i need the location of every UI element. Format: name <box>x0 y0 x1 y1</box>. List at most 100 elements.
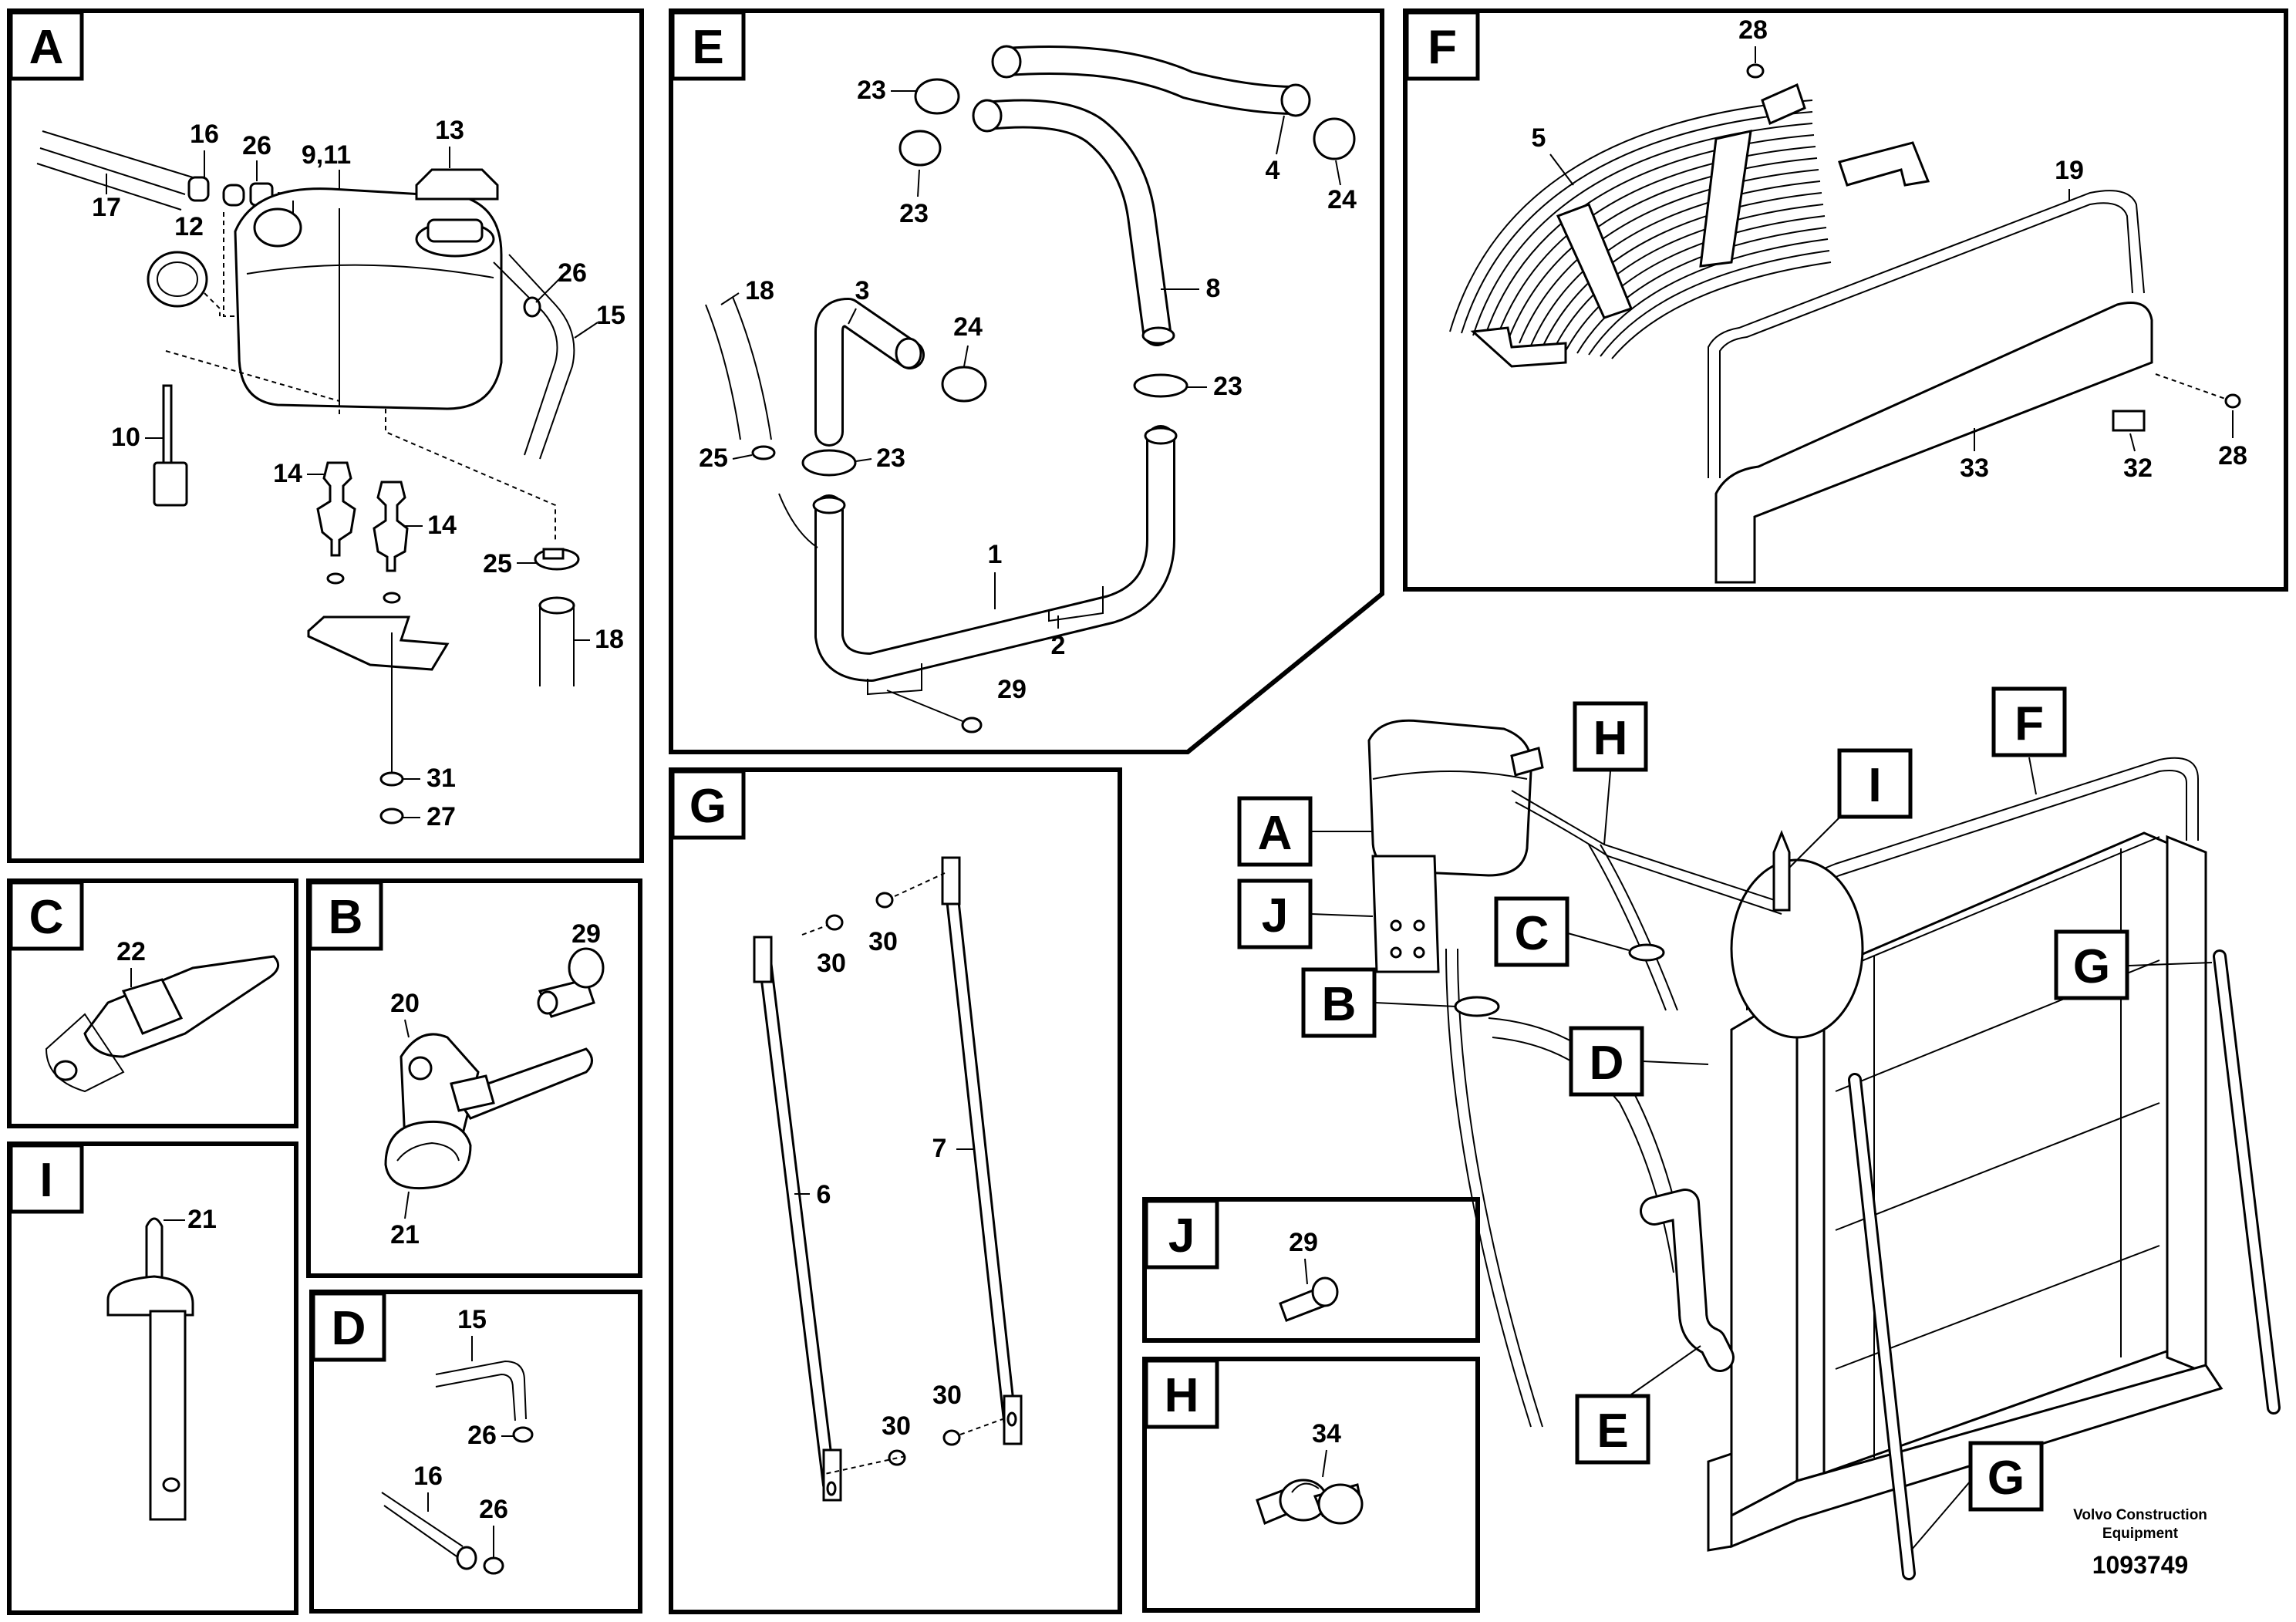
panel-g-tag <box>670 769 746 840</box>
callout-g2-letter: G <box>1988 1452 2025 1505</box>
label-28b: 28 <box>2218 441 2247 470</box>
callout-f-letter: F <box>2014 697 2044 750</box>
panel-i-frame <box>7 1141 298 1615</box>
panel-e-tag <box>670 10 746 81</box>
panel-d-tag <box>311 1291 386 1362</box>
label-30a: 30 <box>817 949 846 978</box>
panel-c-frame <box>7 878 298 1128</box>
plate-33 <box>1714 302 2153 584</box>
panel-b-tag <box>308 880 383 951</box>
panel-h-frame <box>1142 1357 1480 1613</box>
panel-f: F <box>1403 8 2288 592</box>
callout-c-letter: C <box>1515 907 1549 960</box>
panel-b: B 29 20 21 <box>306 878 642 1278</box>
fan-shroud <box>1730 858 1864 1039</box>
panel-c: C 22 <box>7 878 298 1128</box>
label-20: 20 <box>390 989 420 1018</box>
panel-e-frame <box>669 8 1384 754</box>
label-19: 19 <box>2055 156 2084 185</box>
clamp-25-hose-18 <box>534 548 580 686</box>
cap-12 <box>147 251 208 308</box>
overview-tie-c <box>1628 943 1665 962</box>
label-30d: 30 <box>932 1381 962 1410</box>
overview-clip-b <box>1454 996 1500 1017</box>
label-23c: 23 <box>1213 372 1242 401</box>
clamp-24a <box>1313 117 1356 160</box>
panel-c-letter: C <box>29 891 64 944</box>
label-29b: 29 <box>571 919 601 949</box>
hose-1 <box>778 425 1178 696</box>
label-29e: 29 <box>997 675 1027 704</box>
callout-e-tag <box>1575 1394 1650 1465</box>
label-12: 12 <box>174 212 204 241</box>
panel-f-tag <box>1404 10 1480 81</box>
label-1: 1 <box>988 540 1003 569</box>
cap-13 <box>415 168 499 201</box>
label-23b: 23 <box>899 199 929 228</box>
panel-d-letter: D <box>332 1302 366 1355</box>
callout-g1-tag <box>2054 929 2129 1000</box>
label-16: 16 <box>190 120 219 149</box>
label-26: 26 <box>242 131 271 160</box>
rod-6 <box>753 936 842 1502</box>
drawing-number: 1093749 <box>2092 1551 2189 1579</box>
label-4: 4 <box>1266 156 1280 185</box>
panel-i-tag <box>8 1143 84 1214</box>
label-22: 22 <box>116 937 146 966</box>
radiator-left-post <box>1730 989 1799 1518</box>
label-23a: 23 <box>857 76 886 105</box>
clamp-23a <box>914 78 960 115</box>
callout-g1-letter: G <box>2073 940 2110 993</box>
rod-7 <box>941 856 1023 1445</box>
callout-b-tag <box>1301 967 1377 1038</box>
clip-20-tie-21 <box>384 1033 593 1190</box>
label-16d: 16 <box>413 1462 443 1491</box>
panel-f-letter: F <box>1428 21 1457 74</box>
label-6: 6 <box>817 1180 831 1209</box>
label-18e: 18 <box>745 276 774 305</box>
label-2: 2 <box>1051 631 1066 660</box>
label-26d-a: 26 <box>467 1421 497 1450</box>
label-15: 15 <box>596 301 625 330</box>
panel-g-letter: G <box>689 780 727 833</box>
callout-h-tag <box>1573 701 1648 772</box>
overview-tank <box>1367 719 1544 973</box>
callout-a-tag <box>1237 796 1313 867</box>
label-31: 31 <box>426 764 456 793</box>
panel-i-letter: I <box>39 1154 52 1207</box>
label-25e: 25 <box>699 443 728 473</box>
label-18: 18 <box>595 625 624 654</box>
label-26b: 26 <box>558 258 587 288</box>
overview-hose-18 <box>1445 948 1543 1428</box>
overview-hose-16 <box>1511 790 1782 915</box>
pad-32 <box>2112 410 2146 432</box>
label-28a: 28 <box>1738 15 1768 45</box>
label-30b: 30 <box>868 927 898 956</box>
expansion-tank <box>234 187 503 410</box>
panel-e: E <box>669 8 1384 754</box>
clamp-24b <box>941 366 987 403</box>
panel-a-tag <box>8 10 84 81</box>
bolt-29j <box>1279 1276 1339 1322</box>
panel-h: H 34 <box>1142 1357 1480 1613</box>
level-sensor-10 <box>153 384 188 507</box>
panel-d: D 15 26 16 26 <box>309 1290 642 1614</box>
bolt-29 <box>961 717 983 733</box>
callout-h-letter: H <box>1593 712 1628 765</box>
seal-19 <box>1708 190 2145 478</box>
fitting-14 <box>316 461 409 604</box>
label-14a: 14 <box>273 459 302 488</box>
credit-line-1: Volvo Construction <box>2073 1507 2207 1523</box>
panel-b-frame <box>306 878 642 1278</box>
panel-h-letter: H <box>1165 1369 1199 1422</box>
label-34: 34 <box>1312 1419 1341 1448</box>
callout-d-letter: D <box>1590 1037 1624 1090</box>
label-10: 10 <box>111 423 140 452</box>
panel-c-tag <box>8 880 84 951</box>
label-13: 13 <box>435 116 464 145</box>
label-29j: 29 <box>1289 1228 1318 1257</box>
label-15d: 15 <box>457 1305 487 1334</box>
panel-j-tag <box>1144 1199 1219 1270</box>
panel-f-frame <box>1403 8 2288 592</box>
